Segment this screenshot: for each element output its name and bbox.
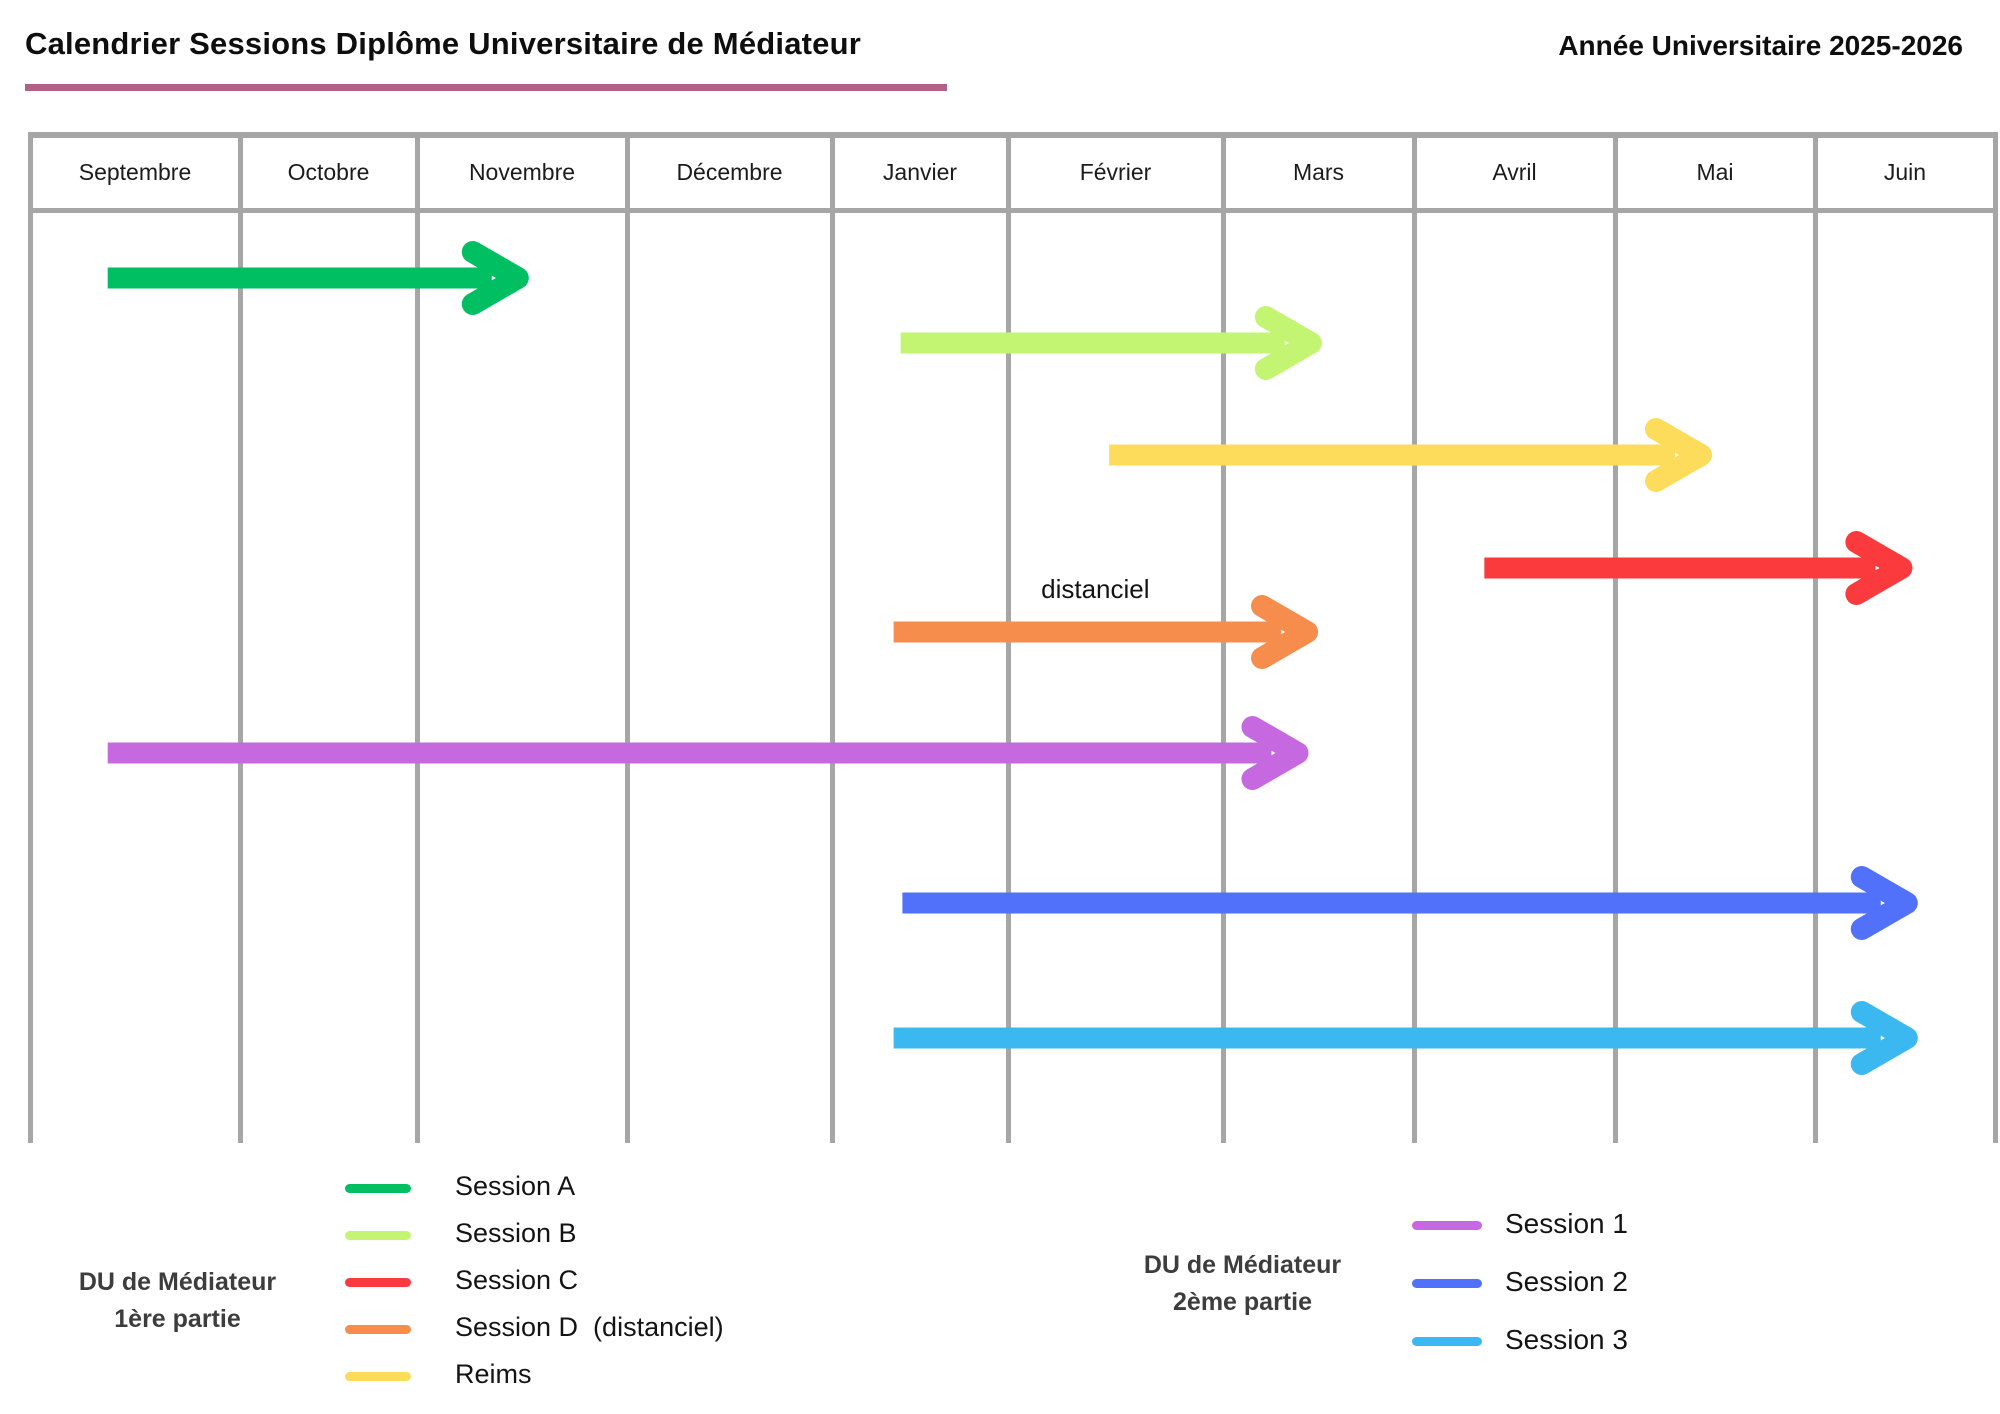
arrow-session-c: [1484, 531, 1913, 605]
session-c-color-swatch: [345, 1278, 411, 1287]
session-d-distanciel-color-swatch: [345, 1325, 411, 1334]
arrow-session-a: [107, 241, 529, 315]
arrow-session-d-distanciel: [893, 595, 1319, 669]
legend-label: Session D (distanciel): [455, 1312, 724, 1342]
grid-vline-9: [1813, 132, 1818, 1143]
page-title: Calendrier Sessions Diplôme Universitair…: [25, 26, 862, 61]
session-1-color-swatch: [1412, 1221, 1482, 1230]
legend-label: Session 2: [1505, 1266, 1628, 1297]
grid-vline-1: [238, 132, 243, 1143]
arrow-session-2: [902, 866, 1918, 940]
grid-vline-0: [28, 132, 33, 1143]
grid-top-border: [30, 132, 1995, 138]
reims-color-swatch: [345, 1372, 411, 1381]
legend-right-title: DU de Médiateur 2ème partie: [1143, 1251, 1342, 1316]
month-header-fe-vrier: Février: [1079, 159, 1152, 185]
month-header-mai: Mai: [1696, 159, 1734, 185]
session-b-color-swatch: [345, 1231, 411, 1240]
month-header-septembre: Septembre: [78, 159, 192, 185]
arrow-session-b: [900, 306, 1322, 380]
grid-vline-5: [1006, 132, 1011, 1143]
arrow-session-1: [107, 716, 1309, 790]
session-3-color-swatch: [1412, 1337, 1482, 1346]
session-2-color-swatch: [1412, 1279, 1482, 1288]
grid-vline-3: [625, 132, 630, 1143]
title-underline: [25, 84, 947, 91]
month-header-juin: Juin: [1883, 159, 1927, 185]
grid-vline-2: [415, 132, 420, 1143]
legend-label: Session C: [455, 1265, 579, 1295]
month-header-de-cembre: Décembre: [676, 159, 783, 185]
month-header-mars: Mars: [1292, 159, 1345, 185]
legend-label: Session 3: [1505, 1324, 1628, 1355]
legend-label: Session B: [455, 1218, 577, 1248]
distanciel-label: distanciel: [1041, 574, 1150, 604]
arrow-session-3: [893, 1001, 1918, 1075]
month-header-octobre: Octobre: [287, 159, 370, 185]
legend-left-title: DU de Médiateur 1ère partie: [78, 1268, 277, 1333]
grid-vline-7: [1412, 132, 1417, 1143]
grid-vline-10: [1993, 132, 1998, 1143]
legend-label: Session 1: [1505, 1208, 1628, 1239]
session-a-color-swatch: [345, 1184, 411, 1193]
grid-vline-8: [1613, 132, 1618, 1143]
month-header-avril: Avril: [1492, 159, 1537, 185]
month-header-novembre: Novembre: [468, 159, 576, 185]
year-label: Année Universitaire 2025-2026: [1558, 30, 1963, 61]
grid-vline-6: [1221, 132, 1226, 1143]
grid-vline-4: [830, 132, 835, 1143]
legend-label: Reims: [455, 1359, 532, 1389]
legend-label: Session A: [455, 1171, 576, 1201]
header-separator-line: [30, 208, 1995, 213]
month-header-janvier: Janvier: [882, 159, 958, 185]
